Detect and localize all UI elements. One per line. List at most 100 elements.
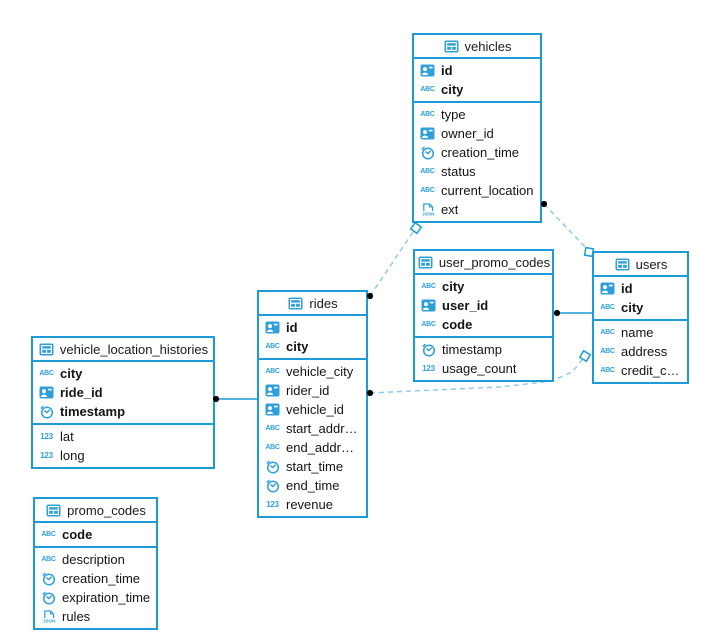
number-icon: 123 (422, 363, 435, 373)
time-icon (264, 479, 281, 493)
column-name: timestamp (442, 342, 502, 357)
pk-column-row[interactable]: id (259, 318, 366, 337)
text-icon: ABC (420, 168, 435, 175)
column-row[interactable]: vehicle_id (259, 400, 366, 419)
text-icon: ABC (420, 86, 435, 93)
table-header[interactable]: promo_codes (35, 499, 156, 523)
table-title: vehicle_location_histories (59, 341, 209, 357)
pk-column-row[interactable]: user_id (415, 296, 552, 315)
uuid-icon (419, 64, 436, 77)
column-row[interactable]: ABC end_address (259, 438, 366, 457)
json-icon: JSON (40, 609, 57, 624)
pk-column-row[interactable]: timestamp (33, 402, 213, 421)
uuid-icon (38, 386, 55, 399)
time-icon (420, 343, 437, 357)
column-name: end_address (286, 440, 361, 455)
column-row[interactable]: timestamp (415, 340, 552, 359)
column-row[interactable]: creation_time (414, 143, 540, 162)
column-row[interactable]: owner_id (414, 124, 540, 143)
pk-column-row[interactable]: id (594, 279, 687, 298)
table-header[interactable]: users (594, 253, 687, 277)
table-icon (443, 40, 460, 53)
table-header[interactable]: vehicles (414, 35, 540, 59)
column-name: rider_id (286, 383, 330, 398)
text-icon: ABC (600, 304, 615, 311)
uuid-icon (599, 282, 616, 295)
column-name: city (286, 339, 309, 354)
pk-column-row[interactable]: id (414, 61, 540, 80)
text-icon: ABC (600, 367, 615, 374)
text-icon: ABC (420, 187, 435, 194)
column-name: status (441, 164, 476, 179)
table-header[interactable]: vehicle_location_histories (33, 338, 213, 362)
time-icon (40, 591, 57, 605)
pk-column-row[interactable]: ride_id (33, 383, 213, 402)
text-icon: ABC (265, 343, 280, 350)
column-row[interactable]: JSON ext (414, 200, 540, 219)
column-row[interactable]: rider_id (259, 381, 366, 400)
column-name: city (442, 279, 465, 294)
column-row[interactable]: creation_time (35, 569, 156, 588)
column-name: current_location (441, 183, 534, 198)
column-name: lat (60, 429, 74, 444)
column-name: creation_time (441, 145, 520, 160)
column-row[interactable]: start_time (259, 457, 366, 476)
svg-text:JSON: JSON (421, 211, 434, 216)
column-row[interactable]: ABC status (414, 162, 540, 181)
column-row[interactable]: ABC current_location (414, 181, 540, 200)
table-title: promo_codes (67, 502, 146, 518)
table-title: rides (309, 295, 338, 311)
column-name: id (621, 281, 633, 296)
time-icon (419, 146, 436, 160)
table-title: users (635, 256, 668, 272)
column-name: timestamp (60, 404, 126, 419)
column-name: start_address (286, 421, 361, 436)
pk-column-row[interactable]: ABC city (259, 337, 366, 356)
json-icon: JSON (419, 202, 436, 217)
column-name: long (60, 448, 85, 463)
text-icon: ABC (265, 444, 280, 451)
svg-text:JSON: JSON (42, 618, 55, 623)
table-header[interactable]: user_promo_codes (415, 251, 552, 275)
table-icon (614, 258, 631, 271)
table-header[interactable]: rides (259, 292, 366, 316)
table-title: vehicles (464, 38, 512, 54)
text-icon: ABC (41, 531, 56, 538)
uuid-icon (264, 321, 281, 334)
column-name: vehicle_city (286, 364, 354, 379)
column-row[interactable]: expiration_time (35, 588, 156, 607)
column-name: type (441, 107, 466, 122)
column-name: ext (441, 202, 459, 217)
column-row[interactable]: end_time (259, 476, 366, 495)
